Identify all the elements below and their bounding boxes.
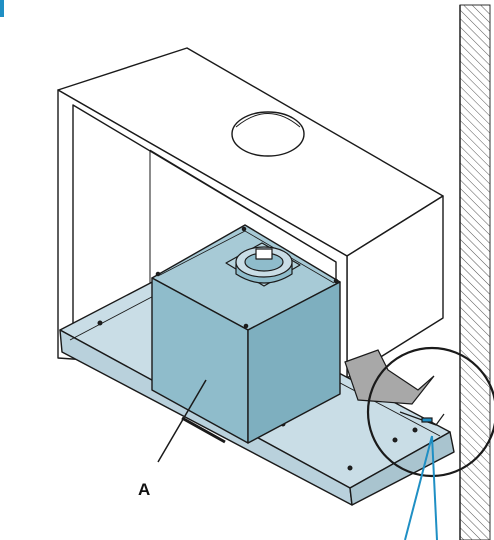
leader-lines bbox=[157, 379, 438, 540]
corner-accent-mark bbox=[0, 0, 4, 17]
hood-back-tail bbox=[344, 349, 435, 405]
cabinet-duct-hole bbox=[231, 111, 305, 157]
duct-collar bbox=[225, 242, 301, 287]
wall bbox=[459, 4, 491, 540]
callout-label-a: A bbox=[138, 480, 151, 499]
detail-bracket bbox=[399, 411, 445, 426]
detail-circle bbox=[366, 346, 494, 478]
